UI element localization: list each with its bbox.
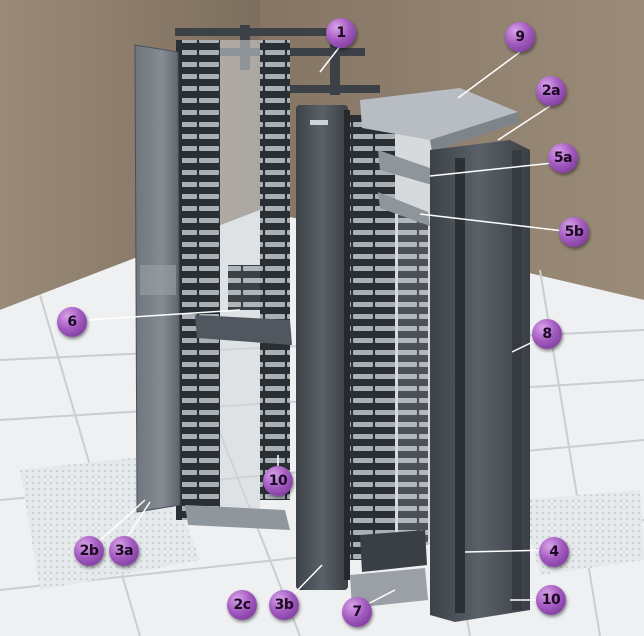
callout-2a: 2a [536,76,566,106]
callout-1: 1 [326,18,356,48]
cable-guide-5b [378,192,430,226]
callout-10-bottom: 10 [536,585,566,615]
base-plate [350,568,428,608]
callout-6: 6 [57,307,87,337]
callout-3b: 3b [269,590,299,620]
rear-base-plate [185,505,290,530]
callout-7: 7 [342,597,372,627]
callout-8: 8 [532,319,562,349]
callout-10-top: 10 [263,466,293,496]
center-vertical-manager [296,105,348,590]
callout-9: 9 [505,22,535,52]
base-cable-trough [360,530,427,572]
top-cover [360,88,518,140]
callout-2b: 2b [74,536,104,566]
right-rack-fingers [350,115,395,560]
cable-guide-5a [378,150,432,185]
equipment-shelf [195,315,292,345]
rear-rack-left [180,40,220,520]
callout-5b: 5b [559,217,589,247]
callout-2c: 2c [227,590,257,620]
callout-4: 4 [539,537,569,567]
perforated-tile [520,490,644,575]
callout-3a: 3a [109,536,139,566]
callout-5a: 5a [548,143,578,173]
